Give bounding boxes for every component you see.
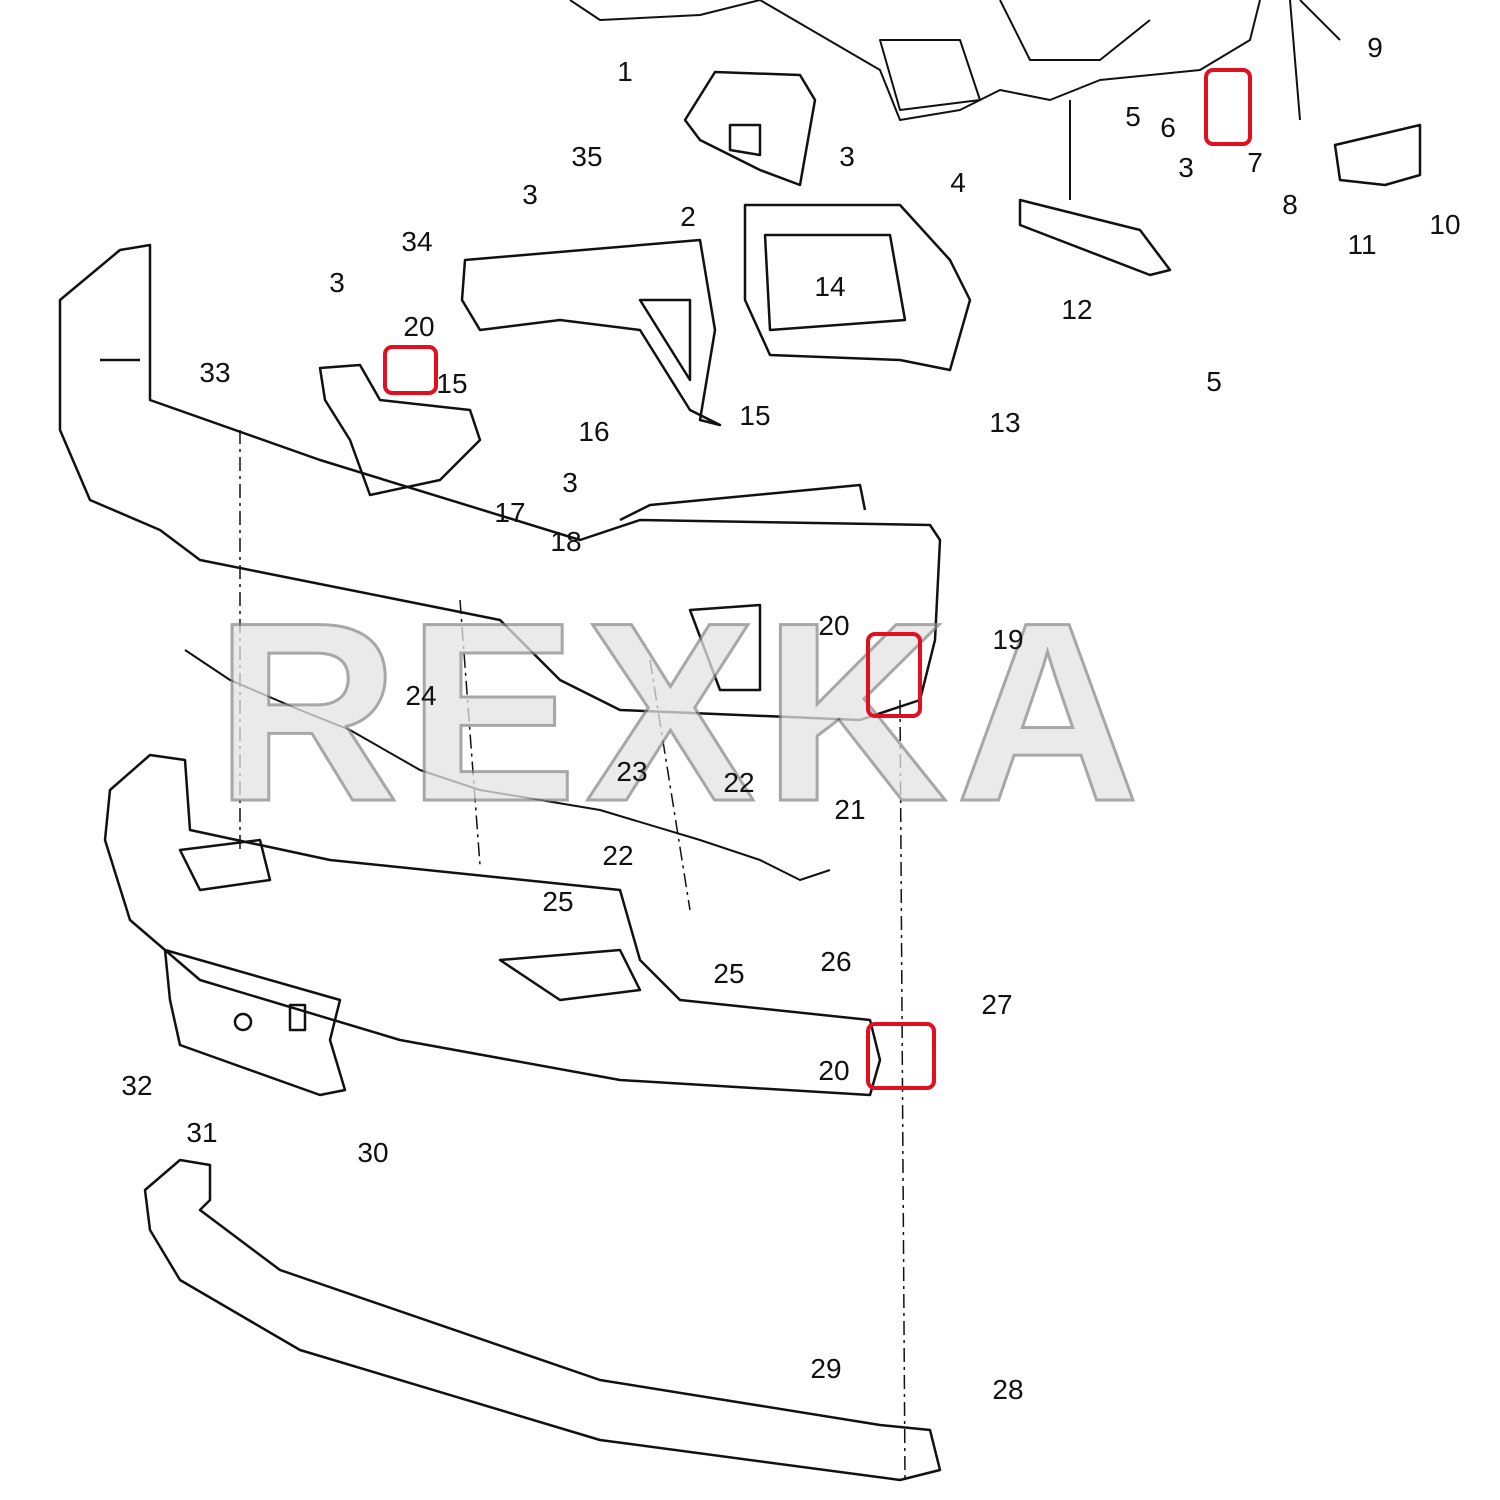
bracket-17 [318, 363, 482, 497]
callout-part-25: 25 [542, 886, 574, 917]
watermark: REXKA [214, 570, 1148, 855]
callout-part-8: 8 [1282, 189, 1298, 220]
callout-part-29: 29 [810, 1353, 842, 1384]
callout-part-19: 19 [992, 624, 1024, 655]
callout-part-17: 17 [494, 497, 526, 528]
callout-part-33: 33 [199, 357, 231, 388]
callout-part-15: 15 [436, 368, 468, 399]
highlight-box-part-20 [383, 345, 438, 395]
callout-part-5: 5 [1125, 101, 1141, 132]
bracket-1 [683, 70, 817, 187]
bracket-4 [1018, 198, 1172, 277]
wiring-harness [184, 649, 831, 881]
callout-part-3: 3 [562, 467, 578, 498]
callout-part-21: 21 [834, 794, 866, 825]
callout-part-22: 22 [723, 767, 755, 798]
highlight-box-part-20 [866, 1022, 936, 1090]
callout-part-20: 20 [403, 311, 435, 342]
callout-part-22: 22 [602, 840, 634, 871]
callout-part-23: 23 [616, 756, 648, 787]
highlight-box-part-20 [866, 632, 922, 718]
callout-part-6: 6 [1160, 112, 1176, 143]
lower-bumper [103, 753, 882, 1097]
callout-part-3: 3 [1178, 152, 1194, 183]
air-deflector-28 [143, 1158, 942, 1482]
callout-part-2: 2 [680, 201, 696, 232]
callout-part-20: 20 [818, 610, 850, 641]
callout-part-27: 27 [981, 989, 1013, 1020]
callout-part-34: 34 [401, 226, 433, 257]
callout-part-3: 3 [522, 179, 538, 210]
highlight-box-part-6 [1204, 68, 1252, 146]
callout-part-26: 26 [820, 946, 852, 977]
callout-part-16: 16 [578, 416, 610, 447]
callout-part-9: 9 [1367, 32, 1383, 63]
bracket-11 [1333, 123, 1422, 187]
callout-part-3: 3 [839, 141, 855, 172]
callout-part-28: 28 [992, 1374, 1024, 1405]
callout-part-12: 12 [1061, 294, 1093, 325]
license-bracket-30 [163, 948, 347, 1097]
callout-part-18: 18 [550, 526, 582, 557]
callout-part-7: 7 [1247, 147, 1263, 178]
callout-part-14: 14 [814, 271, 846, 302]
callout-part-10: 10 [1429, 209, 1461, 240]
callout-part-31: 31 [186, 1117, 218, 1148]
callout-part-24: 24 [405, 680, 437, 711]
callout-part-13: 13 [989, 407, 1021, 438]
callout-part-35: 35 [571, 141, 603, 172]
bracket-13 [743, 203, 972, 372]
callout-part-32: 32 [121, 1070, 153, 1101]
callout-part-25: 25 [713, 958, 745, 989]
callout-part-11: 11 [1347, 229, 1377, 260]
bumper-bracket-16 [460, 238, 722, 427]
callout-part-5: 5 [1206, 366, 1222, 397]
callout-part-15: 15 [739, 400, 771, 431]
callout-part-1: 1 [617, 56, 633, 87]
callout-part-30: 30 [357, 1137, 389, 1168]
callout-part-4: 4 [950, 167, 966, 198]
vehicle-frame [569, 0, 1341, 200]
callout-part-20: 20 [818, 1055, 850, 1086]
callout-part-3: 3 [329, 267, 345, 298]
